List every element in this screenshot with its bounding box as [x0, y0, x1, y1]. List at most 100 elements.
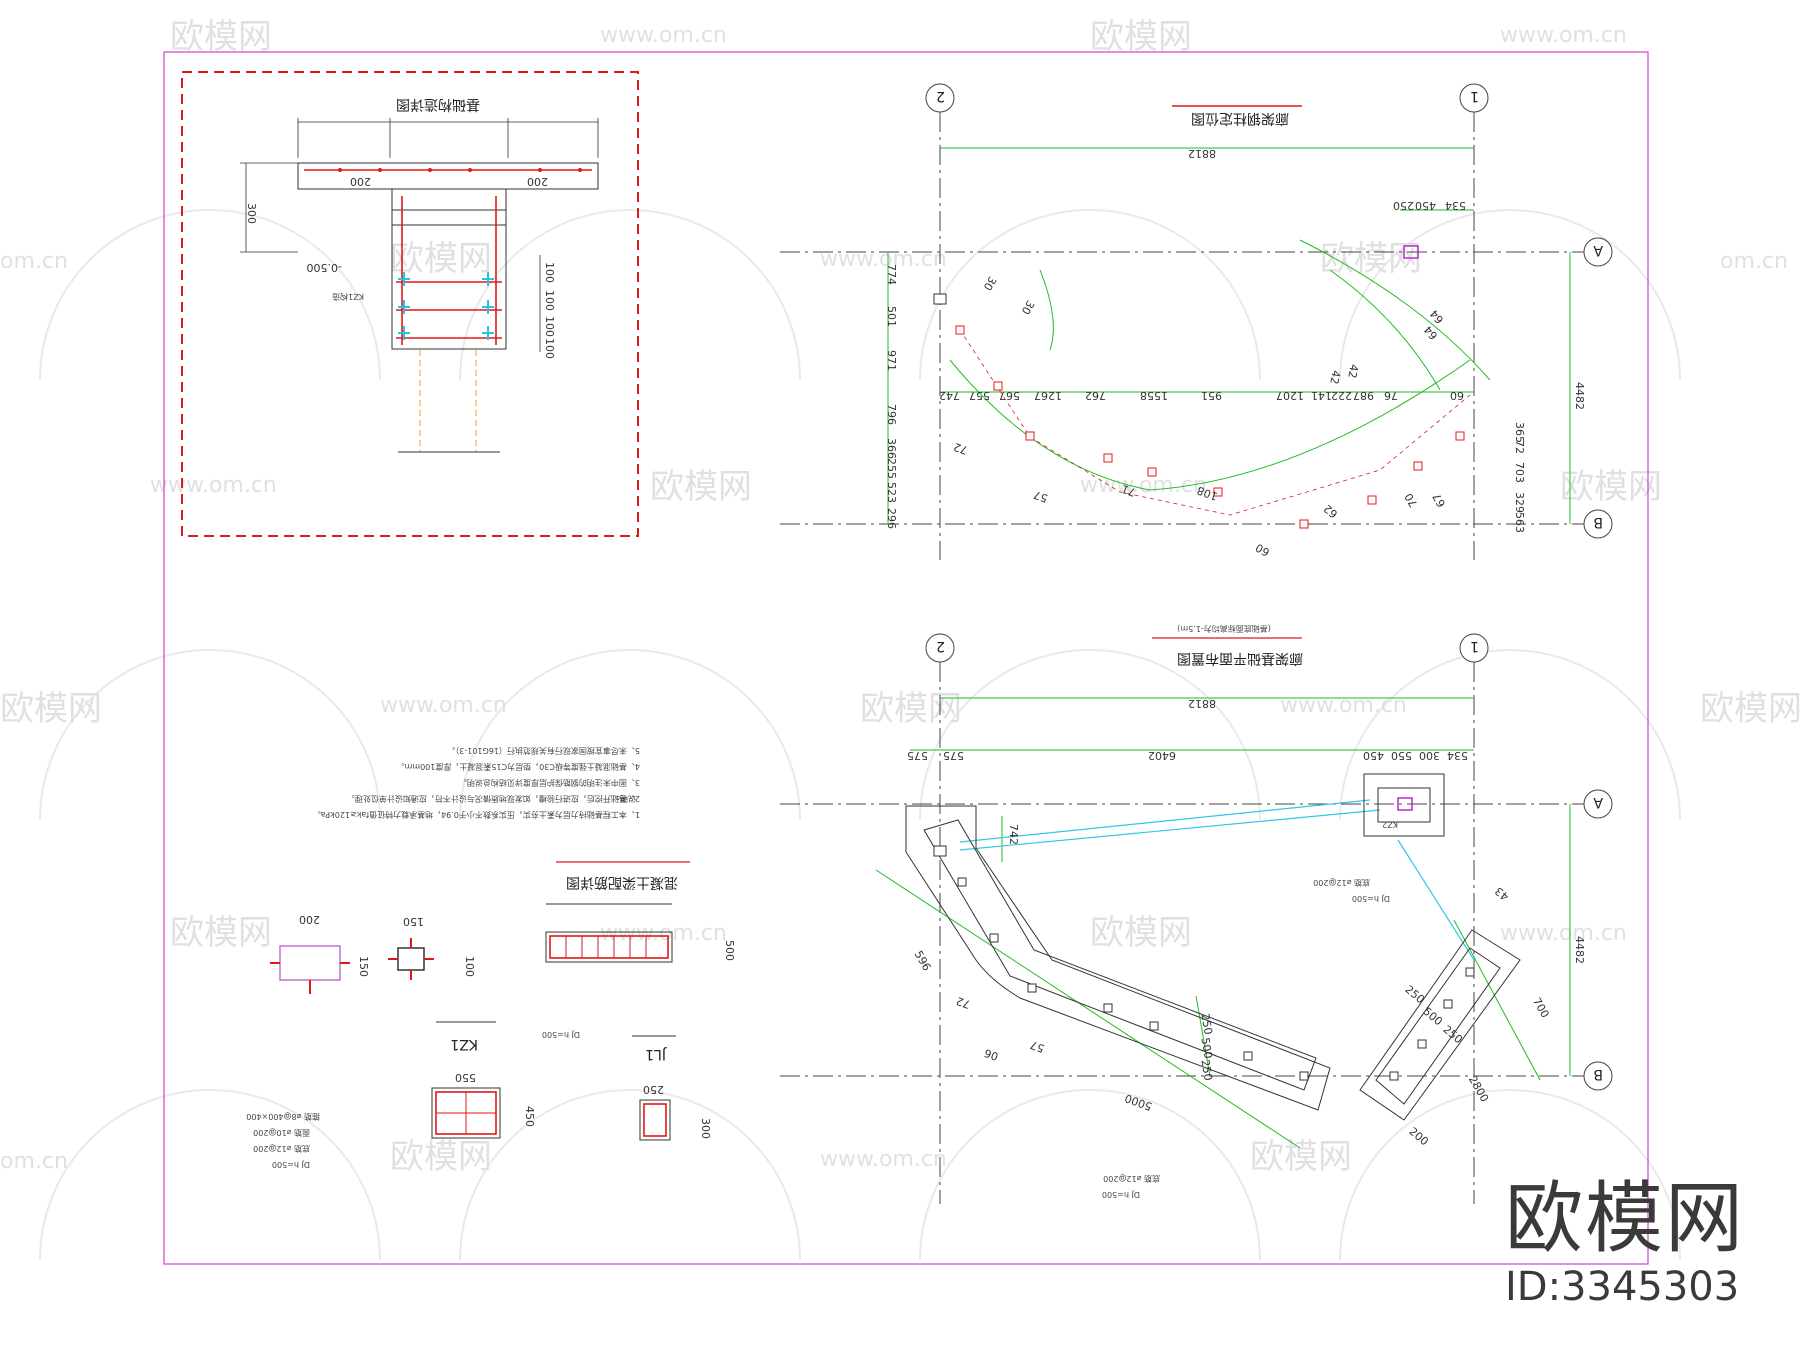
- sections: 200 150 150 100 KZ1 550 450 JL1 250 300 …: [246, 913, 712, 1169]
- watermark-url: om.cn: [0, 1149, 68, 1174]
- plan-bottom-subtitle: (基础底面标高均为-1.5m): [1177, 624, 1271, 634]
- notes-item: 2、基础开挖后，应进行验槽，如发现地质情况与设计不符，应通知设计单位处理。: [347, 794, 640, 804]
- misc-dim: 250: [1198, 1059, 1214, 1082]
- misc-dim: 200: [1406, 1125, 1430, 1148]
- watermark-brand: 欧模网: [390, 239, 492, 279]
- watermark-brand: 欧模网: [170, 913, 272, 953]
- kz1-dim-w: 550: [455, 1071, 476, 1084]
- misc-dim: 500: [1420, 1005, 1444, 1028]
- watermark-brand: 欧模网: [1560, 467, 1662, 507]
- misc-dim: 2800: [1466, 1074, 1491, 1105]
- watermark-url: om.cn: [0, 249, 68, 274]
- watermark-brand: 欧模网: [170, 17, 272, 57]
- jl1-dim-w: 250: [643, 1083, 664, 1096]
- tag-text: 底筋 ⌀12@200: [1103, 1174, 1160, 1184]
- notes-item: 4、基础混凝土强度等级C30，垫层为C15素混凝土，厚度100mm。: [397, 762, 640, 772]
- row-dim: 575: [943, 749, 964, 762]
- row-dim: 742: [939, 389, 960, 402]
- legend-text: 箍筋 ⌀8@400×400: [246, 1112, 320, 1122]
- detail-dim: 200: [527, 175, 548, 188]
- design-notes: 说明: 1、本工程基础持力层为素土夯实，压实系数不小于0.94，地基承载力特征值…: [313, 746, 640, 820]
- row-dim: 762: [1085, 389, 1106, 402]
- notes-item: 3、图中未注明的钢筋保护层厚度详见结构总说明。: [459, 778, 640, 788]
- axis-label-B: B: [1593, 1066, 1603, 1082]
- angle-label: 108: [1195, 483, 1219, 502]
- row-dim: 1207: [1276, 389, 1304, 402]
- angle-label: 30: [981, 274, 999, 293]
- angle-label: 64: [1427, 307, 1446, 326]
- plan-top-title: 廊架钢柱定位图: [1191, 110, 1289, 127]
- right-dim: 365: [1513, 422, 1526, 443]
- small-col-dim-h: 100: [463, 956, 476, 977]
- left-dim: 523: [885, 482, 898, 503]
- misc-dim: 5000: [1123, 1091, 1154, 1113]
- tag-text: DJ h=500: [1352, 894, 1390, 903]
- misc-dim: 700: [1530, 996, 1552, 1021]
- row-dim: 550: [1391, 749, 1412, 762]
- misc-dim: 596: [912, 949, 934, 974]
- detail-dim: 300: [245, 203, 258, 224]
- notes-item: 1、本工程基础持力层为素土夯实，压实系数不小于0.94，地基承载力特征值fak≥…: [313, 810, 640, 820]
- watermark-url: www.om.cn: [1500, 921, 1627, 946]
- plan-top-right-dims: 365 72 703 329 563: [1513, 422, 1526, 533]
- watermark-brand: 欧模网: [1700, 689, 1800, 729]
- foundation-detail: 基础构造详图: [181, 71, 639, 537]
- angle-label: 60: [1253, 541, 1272, 559]
- row-dim: 575: [907, 749, 928, 762]
- misc-dim: 500: [1198, 1037, 1214, 1060]
- detail-dim: 100: [543, 262, 556, 283]
- angle-label: 42: [1327, 369, 1342, 385]
- detail-dim: 100: [543, 316, 556, 337]
- right-dim: 72: [1513, 440, 1526, 454]
- row-dim: 567: [999, 389, 1020, 402]
- angle-label: 30: [1019, 298, 1037, 317]
- plan-top-left-dims: 774 501 971 796 366 255 523 296: [885, 264, 898, 529]
- angle-label: 72: [952, 440, 970, 457]
- plan-top-dim: 450: [1415, 199, 1436, 212]
- axis-label-A: A: [1593, 242, 1603, 258]
- axis-label-2: 2: [936, 638, 945, 654]
- angle-label: 71: [1120, 482, 1138, 499]
- kz1-dim-h: 450: [523, 1106, 536, 1127]
- detail-dim: 200: [350, 175, 371, 188]
- detail-frame: [181, 71, 639, 537]
- angle-label: 67: [1430, 491, 1448, 510]
- watermark-url: www.om.cn: [600, 23, 727, 48]
- legend-text: 底筋 ⌀12@200: [253, 1144, 310, 1154]
- watermark-url: www.om.cn: [1280, 693, 1407, 718]
- misc-dim: 57: [1029, 1038, 1047, 1055]
- left-dim: 296: [885, 508, 898, 529]
- watermark-url: om.cn: [1720, 249, 1788, 274]
- tag-text: DJ h=500: [1102, 1190, 1140, 1199]
- detail-title: 基础构造详图: [396, 96, 480, 113]
- watermark-url: www.om.cn: [1500, 23, 1627, 48]
- beam-dim: 500: [723, 940, 736, 961]
- row-dim: 141: [1311, 389, 1332, 402]
- watermark-brand: 欧模网: [390, 1137, 492, 1177]
- row-dim: 60: [1450, 389, 1464, 402]
- left-dim: 255: [885, 458, 898, 479]
- plan-top-dim-side: 4482: [1573, 382, 1586, 410]
- misc-dim: 250: [1198, 1013, 1214, 1036]
- row-dim: 450: [1363, 749, 1384, 762]
- watermark-arcs: [39, 209, 1681, 1261]
- notes-heading: 说明:: [617, 794, 636, 804]
- plan-bottom-row-dims: 575 575 6402 450 550 300 534: [907, 749, 1468, 762]
- row-dim: 1267: [1034, 389, 1062, 402]
- right-dim: 703: [1513, 462, 1526, 483]
- notes-item: 5、未尽事宜按国家现行有关规范执行（16G101-3）。: [447, 746, 640, 756]
- brand-logo: 欧模网: [1504, 1174, 1745, 1264]
- watermark-brand: 欧模网: [0, 689, 102, 729]
- plan-bottom-dim-total: 8812: [1188, 697, 1216, 710]
- plan-top-row-dims: 742 557 567 1267 762 1558 951 1207 141 2…: [939, 389, 1464, 402]
- beam-tag: DJ h=500: [542, 1030, 580, 1039]
- detail-dim: 100: [543, 338, 556, 359]
- row-dim: 6402: [1148, 749, 1176, 762]
- kz2-label: KZ2: [1382, 820, 1398, 829]
- row-dim: 534: [1447, 749, 1468, 762]
- left-dim: 501: [885, 306, 898, 327]
- row-dim: 76: [1384, 389, 1398, 402]
- kz1-label: KZ1: [450, 1036, 478, 1052]
- jl1-label: JL1: [645, 1046, 667, 1062]
- axis-label-1: 1: [1470, 638, 1479, 654]
